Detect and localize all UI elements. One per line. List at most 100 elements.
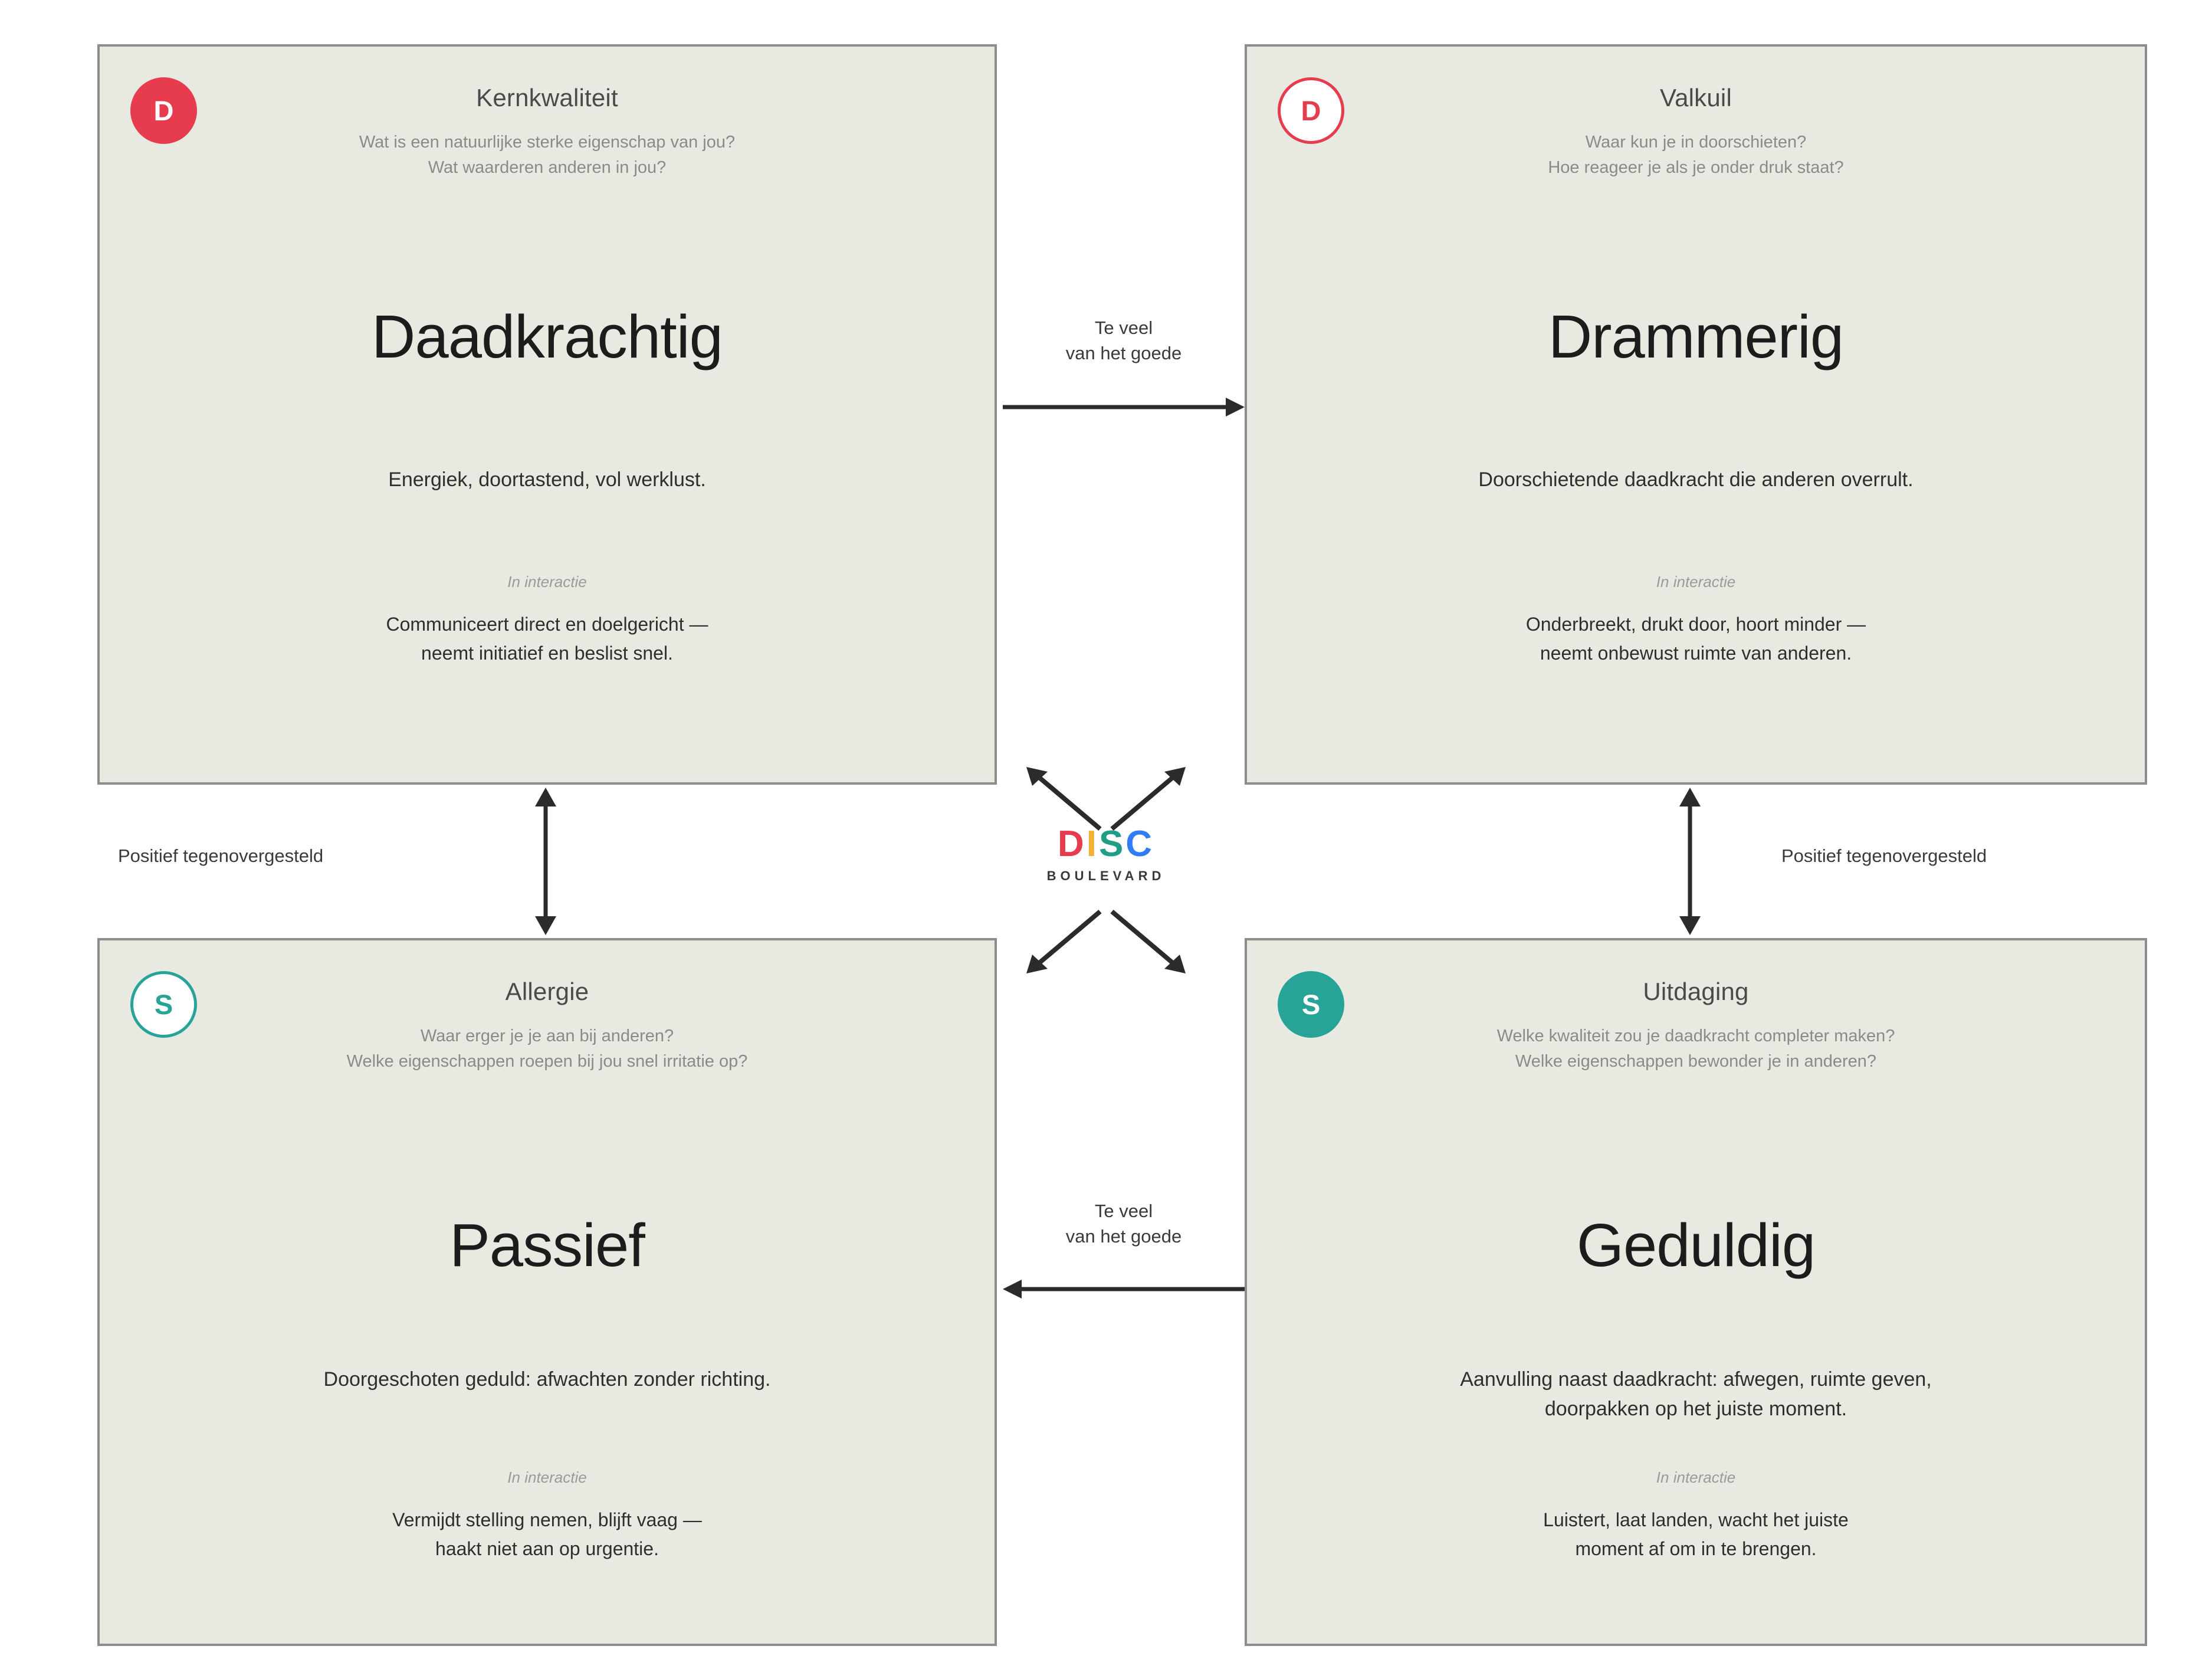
description-line: Aanvulling naast daadkracht: afwegen, ru… — [1460, 1368, 1932, 1391]
arrow-te-veel-van-het-goede-left — [1003, 1280, 1245, 1299]
interaction-text: Vermijdt stelling nemen, blijft vaag — h… — [100, 1506, 995, 1563]
arrow-label-line: Positief tegenovergesteld — [118, 845, 324, 866]
description-line: doorpakken op het juiste moment. — [1544, 1397, 1847, 1420]
arrow-label-right-vertical: Positief tegenovergesteld — [1781, 844, 2147, 869]
quadrant-questions: Welke kwaliteit zou je daadkracht comple… — [1247, 1006, 2145, 1074]
quadrant-description-wrap: Doorgeschoten geduld: afwachten zonder r… — [100, 1365, 995, 1395]
badge-d-outline: D — [1278, 77, 1344, 144]
question-line: Welke eigenschappen roepen bij jou snel … — [346, 1051, 748, 1071]
interaction-text: Onderbreekt, drukt door, hoort minder — … — [1247, 610, 2145, 667]
question-line: Hoe reageer je als je onder druk staat? — [1548, 158, 1844, 177]
question-line: Wat is een natuurlijke sterke eigenschap… — [359, 133, 736, 152]
quadrant-keyword-wrap: Passief — [100, 1215, 995, 1276]
interaction-text-wrap: Onderbreekt, drukt door, hoort minder — … — [1247, 610, 2145, 667]
quadrant-kernkwaliteit[interactable]: D Kernkwaliteit Wat is een natuurlijke s… — [97, 44, 997, 785]
quadrant-title-allergie: Allergie — [505, 978, 589, 1005]
interaction-label-wrap: In interactie — [1247, 573, 2145, 591]
quadrant-description: Doorschietende daadkracht die anderen ov… — [1247, 465, 2145, 495]
quadrant-questions: Waar kun je in doorschieten? Hoe reageer… — [1247, 112, 2145, 181]
arrow-label-line: van het goede — [1065, 1225, 1182, 1247]
arrow-diagonal-up-right-icon — [1110, 767, 1186, 831]
arrow-label-left-vertical: Positief tegenovergesteld — [118, 844, 484, 869]
arrow-positief-tegenovergesteld-left — [535, 788, 556, 935]
interaction-line: haakt niet aan op urgentie. — [435, 1537, 659, 1559]
quadrant-header: Uitdaging Welke kwaliteit zou je daadkra… — [1247, 940, 2145, 1074]
quadrant-keyword-passief: Passief — [449, 1211, 645, 1279]
logo-subtitle: BOULEVARD — [1046, 868, 1166, 883]
interaction-line: neemt onbewust ruimte van anderen. — [1540, 642, 1852, 664]
interaction-line: Communiceert direct en doelgericht — — [386, 614, 708, 635]
question-line: Welke eigenschappen bewonder je in ander… — [1515, 1051, 1877, 1071]
quadrant-uitdaging[interactable]: S Uitdaging Welke kwaliteit zou je daadk… — [1245, 938, 2147, 1646]
quadrant-questions: Waar erger je je aan bij anderen? Welke … — [100, 1006, 995, 1074]
quadrant-keyword-daadkrachtig: Daadkrachtig — [372, 303, 723, 371]
disc-wordmark: DISC — [1032, 826, 1180, 863]
quadrant-questions: Wat is een natuurlijke sterke eigenschap… — [100, 112, 995, 181]
quadrant-description: Doorgeschoten geduld: afwachten zonder r… — [100, 1365, 995, 1395]
interaction-label: In interactie — [1656, 1468, 1736, 1486]
disc-boulevard-logo[interactable]: DISC BOULEVARD — [1032, 826, 1180, 884]
interaction-text: Luistert, laat landen, wacht het juiste … — [1247, 1506, 2145, 1563]
logo-letter-i: I — [1086, 824, 1099, 864]
interaction-line: neemt initiatief en beslist snel. — [421, 642, 673, 664]
arrow-diagonal-down-left-icon — [1026, 909, 1102, 973]
description-line: Doorgeschoten geduld: afwachten zonder r… — [323, 1368, 771, 1391]
quadrant-keyword-drammerig: Drammerig — [1548, 303, 1844, 371]
interaction-text-wrap: Luistert, laat landen, wacht het juiste … — [1247, 1506, 2145, 1563]
quadrant-header: Allergie Waar erger je je aan bij andere… — [100, 940, 995, 1074]
question-line: Waar erger je je aan bij anderen? — [420, 1027, 674, 1045]
interaction-text-wrap: Communiceert direct en doelgericht — nee… — [100, 610, 995, 667]
arrow-diagonal-up-left-icon — [1026, 767, 1102, 831]
badge-s-filled: S — [1278, 971, 1344, 1038]
interaction-line: Vermijdt stelling nemen, blijft vaag — — [392, 1509, 702, 1530]
arrow-positief-tegenovergesteld-right — [1679, 788, 1701, 935]
interaction-line: moment af om in te brengen. — [1575, 1537, 1817, 1559]
arrow-diagonal-down-right-icon — [1110, 909, 1186, 973]
quadrant-keyword-wrap: Daadkrachtig — [100, 306, 995, 367]
quadrant-keyword-geduldig: Geduldig — [1576, 1211, 1816, 1279]
arrow-label-line: Positief tegenovergesteld — [1781, 845, 1987, 866]
quadrant-allergie[interactable]: S Allergie Waar erger je je aan bij ande… — [97, 938, 997, 1646]
interaction-text-wrap: Vermijdt stelling nemen, blijft vaag — h… — [100, 1506, 995, 1563]
description-line: Doorschietende daadkracht die anderen ov… — [1478, 468, 1914, 491]
badge-letter: D — [1301, 95, 1321, 126]
arrow-label-line: van het goede — [1065, 342, 1182, 363]
quadrant-description-wrap: Doorschietende daadkracht die anderen ov… — [1247, 465, 2145, 495]
quadrant-title-valkuil: Valkuil — [1659, 84, 1732, 112]
logo-letter-d: D — [1057, 824, 1087, 864]
quadrant-header: Valkuil Waar kun je in doorschieten? Hoe… — [1247, 47, 2145, 181]
quadrant-description-wrap: Energiek, doortastend, vol werklust. — [100, 465, 995, 495]
interaction-label-wrap: In interactie — [100, 1468, 995, 1487]
arrow-te-veel-van-het-goede-right — [1003, 398, 1245, 417]
logo-letter-s: S — [1098, 824, 1126, 864]
question-line: Wat waarderen anderen in jou? — [428, 158, 667, 177]
description-line: Energiek, doortastend, vol werklust. — [388, 468, 706, 491]
interaction-line: Onderbreekt, drukt door, hoort minder — — [1525, 614, 1866, 635]
quadrant-header: Kernkwaliteit Wat is een natuurlijke ste… — [100, 47, 995, 181]
badge-s-outline: S — [130, 971, 197, 1038]
quadrant-valkuil[interactable]: D Valkuil Waar kun je in doorschieten? H… — [1245, 44, 2147, 785]
interaction-line: Luistert, laat landen, wacht het juiste — [1543, 1509, 1849, 1530]
interaction-label: In interactie — [507, 573, 587, 591]
quadrant-description: Aanvulling naast daadkracht: afwegen, ru… — [1247, 1365, 2145, 1424]
arrow-label-bottom-horizontal: Te veel van het goede — [1003, 1199, 1245, 1250]
interaction-label-wrap: In interactie — [1247, 1468, 2145, 1487]
quadrant-description-wrap: Aanvulling naast daadkracht: afwegen, ru… — [1247, 1365, 2145, 1424]
badge-d-filled: D — [130, 77, 197, 144]
badge-letter: S — [1301, 989, 1321, 1020]
interaction-text: Communiceert direct en doelgericht — nee… — [100, 610, 995, 667]
interaction-label-wrap: In interactie — [100, 573, 995, 591]
quadrant-title-kernkwaliteit: Kernkwaliteit — [476, 84, 618, 112]
arrow-label-line: Te veel — [1094, 317, 1153, 338]
quadrant-keyword-wrap: Drammerig — [1247, 306, 2145, 367]
quadrant-description: Energiek, doortastend, vol werklust. — [100, 465, 995, 495]
interaction-label: In interactie — [507, 1468, 587, 1486]
question-line: Welke kwaliteit zou je daadkracht comple… — [1496, 1027, 1895, 1045]
interaction-label: In interactie — [1656, 573, 1736, 591]
arrow-label-line: Te veel — [1094, 1201, 1153, 1221]
logo-letter-c: C — [1125, 824, 1155, 864]
badge-letter: S — [154, 989, 173, 1020]
arrow-label-top-horizontal: Te veel van het goede — [1003, 316, 1245, 366]
question-line: Waar kun je in doorschieten? — [1585, 133, 1807, 152]
